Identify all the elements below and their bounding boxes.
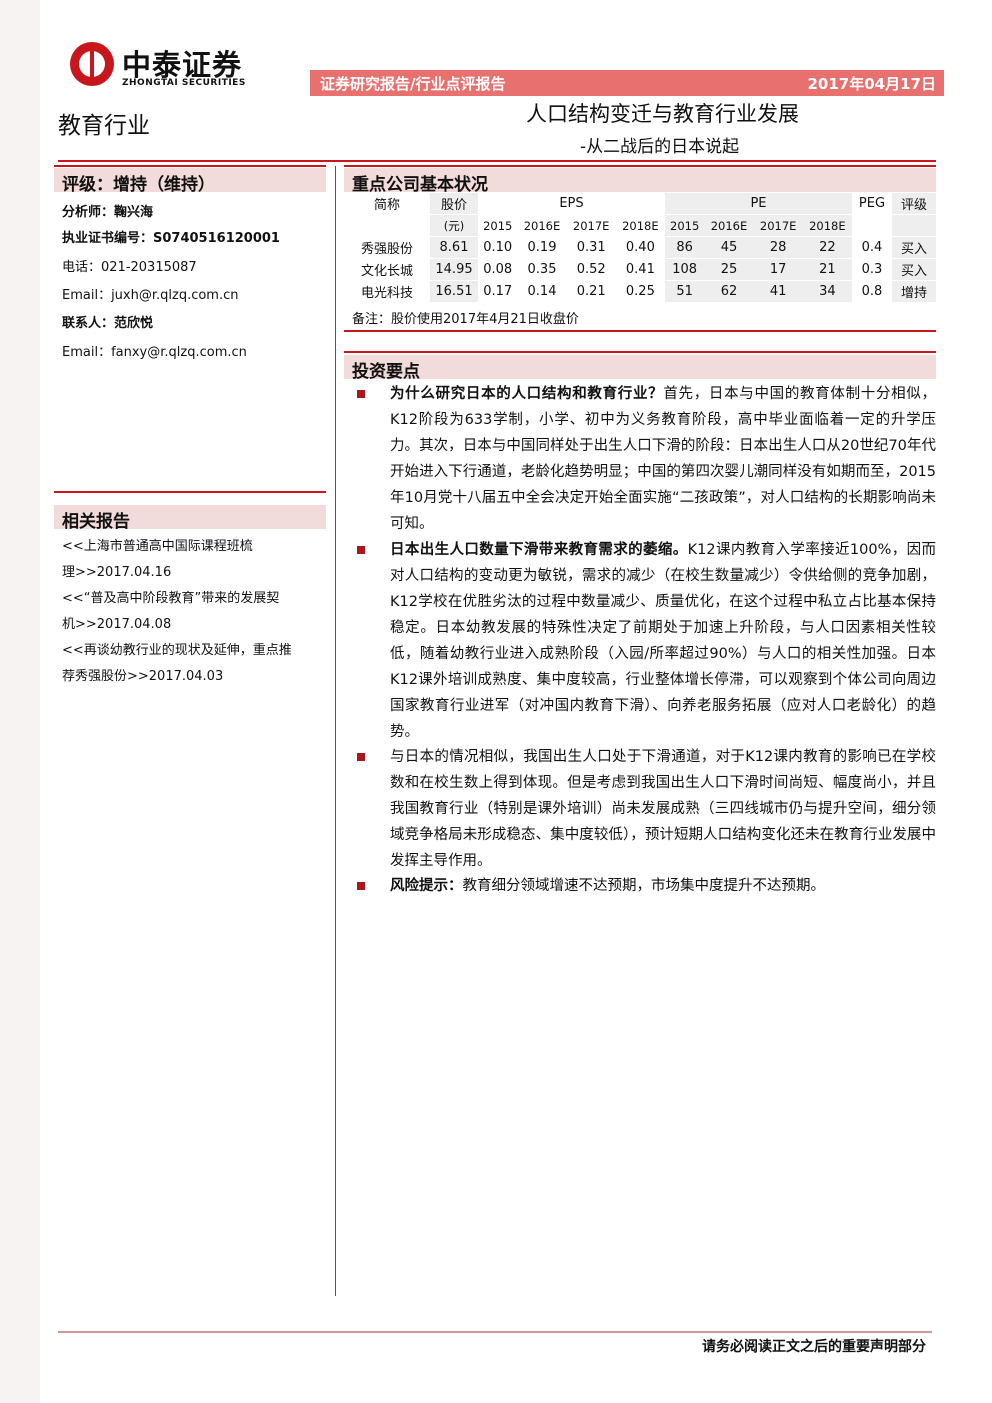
year-header: 2018E: [802, 214, 852, 237]
stock-price: 16.51: [430, 280, 478, 303]
rating-text: 评级：增持（维持）: [62, 175, 215, 195]
table-note: 备注：股价使用2017年4月21日收盘价: [352, 312, 579, 327]
rating-top-rule: [54, 165, 326, 167]
year-header: 2017E: [753, 214, 803, 237]
rating-value: 买入: [892, 236, 936, 259]
year-header: 2015: [664, 214, 705, 237]
year-header: 2017E: [566, 214, 616, 237]
stock-price: 8.61: [430, 236, 478, 259]
col-header-eps: EPS: [478, 193, 665, 215]
related-top-rule: [54, 491, 326, 493]
table-row: 文化长城 14.95 0.08 0.35 0.52 0.41 108 25 17…: [344, 258, 936, 281]
pe-value: 22: [802, 236, 852, 259]
report-subtitle: -从二战后的日本说起: [580, 137, 740, 157]
logo-text-en: ZHONGTAI SECURITIES: [122, 78, 246, 88]
col-header-price-unit: (元): [430, 214, 478, 237]
table-section-header: 重点公司基本状况: [344, 168, 936, 195]
pe-value: 34: [802, 280, 852, 303]
year-header: 2015: [478, 214, 518, 237]
report-type: 证券研究报告/行业点评报告: [320, 75, 506, 93]
related-report-2[interactable]: <<“普及高中阶段教育”带来的发展契机>>2017.04.08: [62, 591, 280, 632]
analyst-line: 分析师：鞠兴海: [62, 205, 154, 220]
bullet-icon: [357, 390, 365, 398]
email-contact[interactable]: Email：fanxy@r.qlzq.com.cn: [62, 345, 247, 360]
eps-value: 0.52: [566, 258, 616, 281]
phone-line: 电话：021-20315087: [62, 260, 197, 275]
column-divider: [335, 166, 336, 1296]
footer-disclaimer: 请务必阅读正文之后的重要声明部分: [702, 1339, 926, 1355]
pe-value: 62: [704, 280, 754, 303]
report-header-bar: 证券研究报告/行业点评报告 2017年04月17日: [310, 70, 944, 96]
rating-box: 评级：增持（维持）: [54, 168, 326, 195]
col-header-name: 简称: [344, 193, 430, 215]
col-header-price: 股价: [430, 193, 478, 215]
contact-line: 联系人：范欣悦: [62, 316, 154, 331]
peg-value: 0.3: [852, 258, 892, 281]
eps-value: 0.21: [566, 280, 616, 303]
eps-value: 0.31: [566, 236, 616, 259]
bullet-icon: [357, 546, 365, 554]
year-header: 2018E: [615, 214, 665, 237]
eps-value: 0.08: [478, 258, 518, 281]
eps-value: 0.41: [615, 258, 665, 281]
industry-name: 教育行业: [58, 113, 150, 139]
year-header: 2016E: [517, 214, 567, 237]
invest-section-header: 投资要点: [344, 355, 936, 382]
table-row: 秀强股份 8.61 0.10 0.19 0.31 0.40 86 45 28 2…: [344, 236, 936, 259]
pe-value: 41: [753, 280, 803, 303]
eps-value: 0.40: [615, 236, 665, 259]
peg-value: 0.8: [852, 280, 892, 303]
table-row: 电光科技 16.51 0.17 0.14 0.21 0.25 51 62 41 …: [344, 280, 936, 303]
company-name: 文化长城: [344, 258, 430, 281]
pe-value: 17: [753, 258, 803, 281]
email-analyst[interactable]: Email：juxh@r.qlzq.com.cn: [62, 288, 239, 303]
cert-line: 执业证书编号：S0740516120001: [62, 231, 280, 246]
pe-value: 108: [664, 258, 705, 281]
key-company-table: 简称 股价 EPS PE PEG 评级 (元) 2015 2016E 2017E…: [344, 193, 936, 303]
eps-value: 0.14: [517, 280, 567, 303]
pe-value: 25: [704, 258, 754, 281]
bullet-icon: [357, 882, 365, 890]
logo-text-cn: 中泰证券: [122, 48, 243, 82]
rating-value: 增持: [892, 280, 936, 303]
table-bottom-rule: [344, 330, 936, 332]
related-reports-header: 相关报告: [54, 505, 326, 532]
peg-value: 0.4: [852, 236, 892, 259]
col-header-peg: PEG: [852, 193, 892, 215]
logo-mark-icon: [70, 42, 114, 86]
year-header: 2016E: [704, 214, 754, 237]
eps-value: 0.35: [517, 258, 567, 281]
pe-value: 51: [664, 280, 705, 303]
invest-point-2: 日本出生人口数量下滑带来教育需求的萎缩。K12课内教育入学率接近100%，因而对…: [390, 542, 936, 740]
bullet-icon: [357, 753, 365, 761]
report-title: 人口结构变迁与教育行业发展: [526, 102, 799, 126]
col-header-rating: 评级: [892, 193, 936, 215]
footer-divider: [58, 1331, 932, 1333]
eps-value: 0.19: [517, 236, 567, 259]
left-margin-band: [0, 0, 40, 1403]
company-logo: 中泰证券 ZHONGTAI SECURITIES: [70, 42, 270, 92]
invest-top-rule: [344, 351, 936, 353]
pe-value: 45: [704, 236, 754, 259]
eps-value: 0.10: [478, 236, 518, 259]
company-name: 电光科技: [344, 280, 430, 303]
invest-point-1: 为什么研究日本的人口结构和教育行业？首先，日本与中国的教育体制十分相似，K12阶…: [390, 386, 936, 532]
header-divider: [58, 160, 936, 162]
col-header-pe: PE: [664, 193, 852, 215]
related-report-3[interactable]: <<再谈幼教行业的现状及延伸，重点推荐秀强股份>>2017.04.03: [62, 643, 292, 684]
invest-point-4: 风险提示：教育细分领域增速不达预期，市场集中度提升不达预期。: [390, 878, 825, 894]
rating-value: 买入: [892, 258, 936, 281]
stock-price: 14.95: [430, 258, 478, 281]
pe-value: 28: [753, 236, 803, 259]
pe-value: 21: [802, 258, 852, 281]
report-date: 2017年04月17日: [807, 75, 937, 93]
eps-value: 0.17: [478, 280, 518, 303]
company-name: 秀强股份: [344, 236, 430, 259]
related-report-1[interactable]: <<上海市普通高中国际课程班梳理>>2017.04.16: [62, 539, 253, 580]
invest-point-3: 与日本的情况相似，我国出生人口处于下滑通道，对于K12课内教育的影响已在学校数和…: [390, 749, 936, 869]
pe-value: 86: [664, 236, 705, 259]
eps-value: 0.25: [615, 280, 665, 303]
table-top-rule: [344, 165, 936, 167]
